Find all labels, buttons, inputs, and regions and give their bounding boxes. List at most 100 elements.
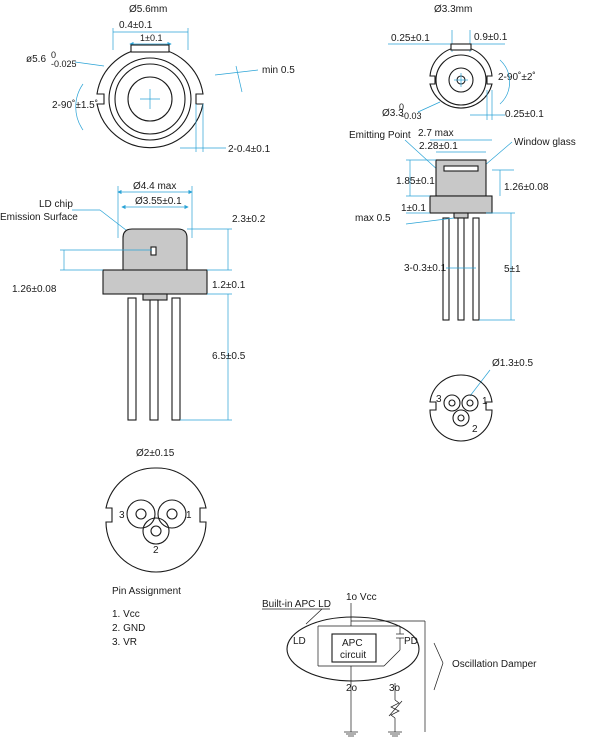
pin-3: 3 bbox=[436, 394, 442, 405]
circuit-title: Built-in APC LD bbox=[262, 599, 331, 610]
pin-ring bbox=[142, 517, 170, 545]
dim-3-55: Ø3.55±0.1 bbox=[135, 196, 182, 207]
dim-1: 1±0.1 bbox=[140, 33, 162, 43]
pin-ring bbox=[126, 499, 156, 529]
pin-2: 2 bbox=[153, 545, 159, 556]
ld-label: LD bbox=[293, 636, 306, 647]
header-flange bbox=[102, 269, 208, 295]
dim-1-2: 1.2±0.1 bbox=[212, 280, 246, 291]
top-view-5-6mm: Ø5.6mm 0.4±0.1 1±0.1 ø5.6 0 -0.025 min 0… bbox=[26, 4, 295, 155]
pin-1: 1 bbox=[186, 510, 192, 521]
dim-2-3: 2.3±0.2 bbox=[232, 214, 266, 225]
pin-2-label: 2o bbox=[346, 683, 358, 694]
pin-ring bbox=[443, 394, 461, 412]
angle-arc bbox=[499, 59, 510, 105]
pin-hole bbox=[448, 399, 456, 407]
title-5-6mm: Ø5.6mm bbox=[129, 4, 167, 15]
pin-hole bbox=[466, 399, 474, 407]
dim-1-3: Ø1.3±0.5 bbox=[492, 358, 534, 369]
pin-1: 1 bbox=[482, 396, 488, 407]
leader-line bbox=[404, 139, 441, 173]
pin-item: 2. GND bbox=[112, 623, 145, 634]
bottom-body-small bbox=[429, 374, 493, 442]
dim-1: 1±0.1 bbox=[401, 203, 426, 214]
pin-3-label: 3o bbox=[389, 683, 401, 694]
dim-0-25-side: 0.25±0.1 bbox=[505, 109, 544, 120]
dim-angle: 2-90˚±1.5˚ bbox=[52, 99, 98, 111]
dim-line bbox=[214, 69, 259, 76]
pin-center bbox=[457, 217, 465, 321]
dim-2: Ø2±0.15 bbox=[136, 448, 175, 459]
pd-label: PD bbox=[404, 636, 418, 647]
dim-line bbox=[235, 65, 243, 93]
top-notch bbox=[130, 44, 170, 53]
pin-ring bbox=[452, 409, 470, 427]
dim-1-26: 1.26±0.08 bbox=[12, 284, 57, 295]
dim-dia-tol2: -0.03 bbox=[401, 111, 422, 121]
angle-arc bbox=[75, 83, 84, 131]
dim-line bbox=[405, 217, 455, 225]
side-view-3-3mm: 2.7 max 2.28±0.1 Emitting Point Window g… bbox=[349, 128, 576, 321]
dim-2-7: 2.7 max bbox=[418, 128, 454, 139]
side-view-5-6mm: LD chip Emission Surface Ø4.4 max Ø3.55±… bbox=[0, 181, 266, 421]
window-ring bbox=[448, 67, 474, 93]
apc-box bbox=[331, 633, 377, 663]
label-emission-surface: Emission Surface bbox=[0, 212, 78, 223]
label-ld-chip: LD chip bbox=[39, 199, 73, 210]
dim-min-0-5: min 0.5 bbox=[262, 65, 295, 76]
cap-ring bbox=[108, 57, 192, 141]
resistor-arrow bbox=[388, 700, 403, 717]
dim-dia-tol: 0 bbox=[51, 50, 56, 60]
damper-label: Oscillation Damper bbox=[452, 659, 537, 670]
damper-bracket bbox=[433, 662, 444, 691]
dim-max-0-5: max 0.5 bbox=[355, 213, 391, 224]
pin-3: 3 bbox=[119, 510, 125, 521]
package-outline bbox=[286, 616, 420, 682]
apc-circuit: Built-in APC LD 1o Vcc APC circuit LD PD… bbox=[262, 592, 537, 737]
pin-item: 3. VR bbox=[112, 637, 137, 648]
bottom-body bbox=[105, 467, 207, 573]
wire-pd bbox=[383, 649, 401, 667]
label-emitting-point: Emitting Point bbox=[349, 130, 411, 141]
dim-0-9: 0.9±0.1 bbox=[474, 32, 508, 43]
damper-bracket bbox=[433, 642, 444, 664]
cap-ring bbox=[435, 54, 487, 106]
dim-3-0-3: 3-0.3±0.1 bbox=[404, 263, 447, 274]
dim-notch: 2-0.4±0.1 bbox=[228, 144, 271, 155]
pin-right bbox=[472, 217, 480, 321]
pin-hole bbox=[150, 525, 162, 537]
leader-line bbox=[305, 608, 323, 625]
dim-angle-small: 2-90˚±2˚ bbox=[498, 71, 536, 83]
pin-2: 2 bbox=[472, 424, 478, 435]
vcc-label: 1o Vcc bbox=[346, 592, 377, 603]
cap-ring bbox=[114, 63, 186, 135]
bottom-view-5-6mm: Ø2±0.15 3 1 2 bbox=[105, 448, 207, 573]
dim-dia-tol2: -0.025 bbox=[51, 59, 77, 69]
dim-0-4: 0.4±0.1 bbox=[119, 20, 153, 31]
dim-1-85: 1.85±0.1 bbox=[396, 176, 435, 187]
dim-line bbox=[74, 61, 105, 67]
bottom-view-3-3mm: Ø1.3±0.5 3 1 2 bbox=[429, 358, 534, 442]
title-3-3mm: Ø3.3mm bbox=[434, 4, 472, 15]
window-glass bbox=[443, 165, 479, 172]
leader-line bbox=[469, 369, 491, 397]
pin-hole bbox=[166, 508, 178, 520]
header-body bbox=[96, 47, 204, 149]
header-flange-small bbox=[429, 195, 493, 214]
top-view-3-3mm: Ø3.3mm 0.25±0.1 0.9±0.1 2-90˚±2˚ Ø3.3 0 … bbox=[382, 4, 544, 121]
stem-small bbox=[453, 212, 469, 219]
apc-label: APC bbox=[342, 638, 363, 649]
dim-dia-tol: 0 bbox=[399, 102, 404, 112]
ld-chip-window bbox=[150, 246, 157, 256]
dim-4-4: Ø4.4 max bbox=[133, 181, 176, 192]
pin-hole bbox=[135, 508, 147, 520]
pin-ring bbox=[157, 499, 187, 529]
dim-2-28: 2.28±0.1 bbox=[419, 141, 458, 152]
window-ring bbox=[127, 76, 173, 122]
pin-item: 1. Vcc bbox=[112, 609, 140, 620]
top-notch-small bbox=[450, 43, 472, 51]
pin-assignment: Pin Assignment 1. Vcc 2. GND 3. VR bbox=[112, 586, 181, 648]
dim-line bbox=[417, 101, 441, 113]
pin-assignment-heading: Pin Assignment bbox=[112, 586, 181, 597]
